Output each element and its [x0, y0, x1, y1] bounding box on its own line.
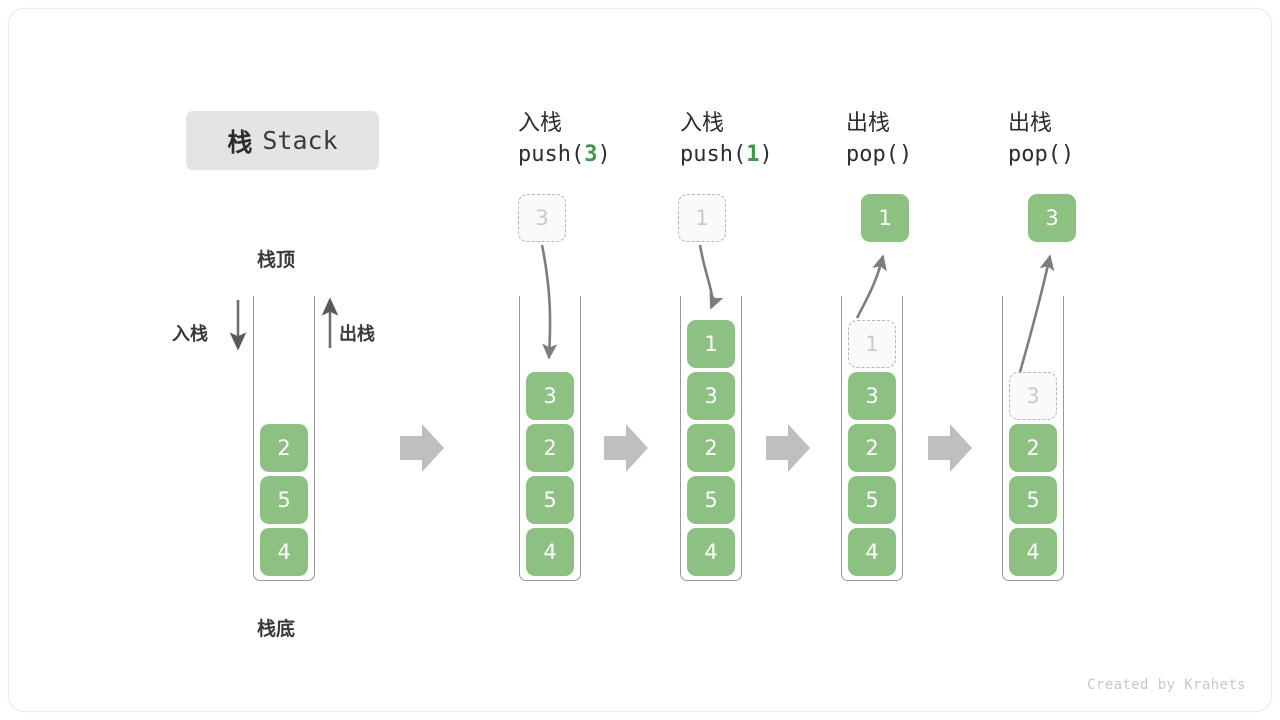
title-english: Stack — [262, 126, 338, 155]
code-prefix: pop( — [846, 142, 899, 167]
code-suffix: ) — [597, 142, 611, 167]
stack-cell: 4 — [687, 528, 735, 576]
stack-cell: 2 — [848, 424, 896, 472]
stack-cell: 5 — [1009, 476, 1057, 524]
step-header-code: push(3) — [518, 138, 611, 172]
credit-text: Created by Krahets — [1087, 677, 1246, 693]
stack-bottom-label: 栈底 — [257, 619, 296, 640]
code-arg: 3 — [584, 142, 598, 167]
incoming-element-1: 1 — [678, 194, 726, 242]
code-arg: 1 — [746, 142, 760, 167]
stack-cell: 4 — [526, 528, 574, 576]
step-header-push-1: 入栈 push(1) — [680, 108, 773, 172]
stack-cell: 4 — [1009, 528, 1057, 576]
stack-cell-ghost: 3 — [1009, 372, 1057, 420]
stack-top-label: 栈顶 — [257, 250, 296, 271]
stack-cell: 5 — [687, 476, 735, 524]
push-direction-label: 入栈 — [172, 324, 208, 344]
stack-cell: 2 — [1009, 424, 1057, 472]
step-header-pop-1: 出栈 pop() — [846, 108, 912, 172]
stack-cell: 4 — [260, 528, 308, 576]
stack-cell: 2 — [687, 424, 735, 472]
step-header-code: push(1) — [680, 138, 773, 172]
diagram-title-badge: 栈 Stack — [186, 111, 379, 170]
code-suffix: ) — [1060, 142, 1075, 167]
stack-cell: 3 — [687, 372, 735, 420]
stack-cell: 4 — [848, 528, 896, 576]
stack-cell: 3 — [848, 372, 896, 420]
pop-direction-label: 出栈 — [339, 324, 375, 344]
code-prefix: pop( — [1008, 142, 1061, 167]
step-header-cn: 入栈 — [680, 110, 725, 135]
stack-cell: 5 — [526, 476, 574, 524]
stack-cell: 2 — [260, 424, 308, 472]
stack-cell: 5 — [848, 476, 896, 524]
stack-cell: 3 — [526, 372, 574, 420]
step-header-cn: 出栈 — [846, 110, 891, 135]
stack-cell: 2 — [526, 424, 574, 472]
popped-element-1: 1 — [861, 194, 909, 242]
code-prefix: push( — [518, 142, 585, 167]
stack-cell-ghost: 1 — [848, 320, 896, 368]
step-header-push-3: 入栈 push(3) — [518, 108, 611, 172]
step-header-cn: 入栈 — [518, 110, 563, 135]
code-prefix: push( — [680, 142, 747, 167]
stack-cell: 1 — [687, 320, 735, 368]
code-suffix: ) — [898, 142, 913, 167]
step-header-pop-3: 出栈 pop() — [1008, 108, 1074, 172]
stack-cell: 5 — [260, 476, 308, 524]
step-header-code: pop() — [846, 138, 912, 172]
incoming-element-3: 3 — [518, 194, 566, 242]
step-header-code: pop() — [1008, 138, 1074, 172]
title-chinese: 栈 — [227, 128, 254, 157]
popped-element-3: 3 — [1028, 194, 1076, 242]
code-suffix: ) — [759, 142, 773, 167]
step-header-cn: 出栈 — [1008, 110, 1053, 135]
